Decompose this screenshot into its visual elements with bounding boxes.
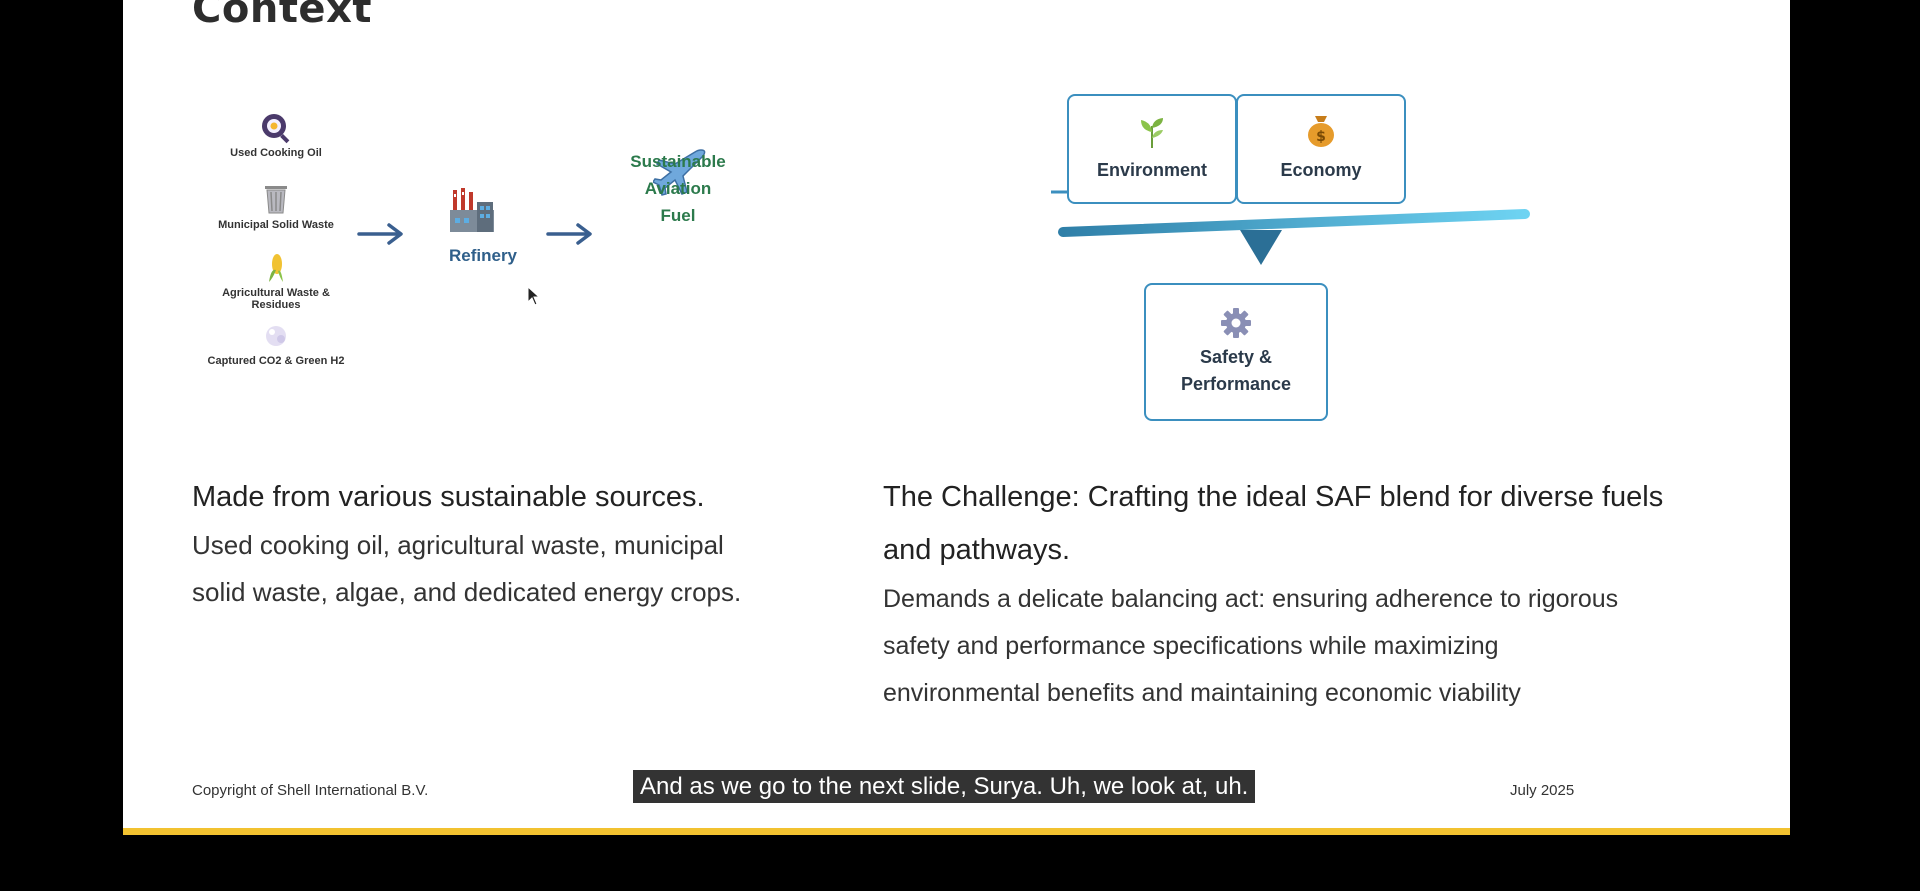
right-body-line: environmental benefits and maintaining e… bbox=[883, 679, 1521, 707]
slide-bottom-accent-bar bbox=[123, 828, 1790, 835]
safety-label-line: Safety & bbox=[1199, 347, 1273, 367]
left-body-line: solid waste, algae, and dedicated energy… bbox=[192, 577, 742, 607]
copyright-text: Copyright of Shell International B.V. bbox=[192, 782, 429, 799]
arrow-right-icon bbox=[546, 223, 592, 245]
herb-icon bbox=[1141, 118, 1163, 148]
environment-box: Environment bbox=[1067, 94, 1237, 204]
saf-label: Sustainable Aviation Fuel bbox=[613, 148, 743, 229]
gas-bubble-icon bbox=[266, 326, 286, 346]
economy-label: Economy bbox=[1280, 160, 1362, 180]
saf-label-line: Fuel bbox=[660, 206, 696, 225]
source-captured-co2: Captured CO2 & Green H2 bbox=[201, 318, 351, 367]
source-label: Agricultural Waste & Residues bbox=[222, 287, 330, 311]
right-heading: The Challenge: Crafting the ideal SAF bl… bbox=[883, 471, 1663, 577]
saf-label-line: Aviation bbox=[644, 179, 712, 198]
source-agricultural-waste: Agricultural Waste & Residues bbox=[201, 250, 351, 311]
factory-icon bbox=[450, 188, 494, 232]
mouse-cursor-icon bbox=[527, 286, 541, 306]
gear-icon bbox=[1221, 308, 1251, 338]
right-heading-line: The Challenge: Crafting the ideal SAF bl… bbox=[883, 481, 1664, 513]
arrow-right-icon bbox=[357, 223, 403, 245]
right-body-line: safety and performance specifications wh… bbox=[883, 632, 1499, 660]
corn-icon bbox=[269, 254, 283, 282]
source-label: Municipal Solid Waste bbox=[218, 219, 334, 231]
source-used-cooking-oil: Used Cooking Oil bbox=[201, 110, 351, 159]
source-municipal-solid-waste: Municipal Solid Waste bbox=[201, 182, 351, 231]
left-heading: Made from various sustainable sources. bbox=[192, 481, 705, 513]
refinery-label: Refinery bbox=[448, 246, 518, 265]
money-bag-icon: $ bbox=[1308, 116, 1334, 147]
source-label: Captured CO2 & Green H2 bbox=[207, 355, 345, 367]
airplane-icon bbox=[653, 149, 706, 196]
economy-box: $ Economy bbox=[1236, 94, 1406, 204]
slide-date: July 2025 bbox=[1510, 782, 1575, 799]
safety-label-line: Performance bbox=[1180, 374, 1292, 394]
right-body: Demands a delicate balancing act: ensuri… bbox=[883, 576, 1618, 717]
right-body-line: Demands a delicate balancing act: ensuri… bbox=[883, 585, 1619, 613]
left-body: Used cooking oil, agricultural waste, mu… bbox=[192, 522, 741, 616]
frying-pan-icon bbox=[262, 114, 290, 144]
slide-title: Context bbox=[192, 0, 372, 32]
right-heading-line: and pathways. bbox=[883, 534, 1071, 566]
left-body-line: Used cooking oil, agricultural waste, mu… bbox=[192, 530, 724, 560]
presentation-slide: Context Used Cooking Oil Municipal Solid… bbox=[123, 0, 1790, 828]
svg-text:$: $ bbox=[1316, 129, 1326, 145]
safety-performance-box: Safety & Performance bbox=[1144, 283, 1328, 421]
live-caption: And as we go to the next slide, Surya. U… bbox=[633, 770, 1256, 803]
environment-label: Environment bbox=[1096, 160, 1207, 180]
saf-label-line: Sustainable bbox=[630, 152, 726, 171]
source-label: Used Cooking Oil bbox=[230, 147, 322, 159]
wastebasket-icon bbox=[265, 186, 287, 214]
